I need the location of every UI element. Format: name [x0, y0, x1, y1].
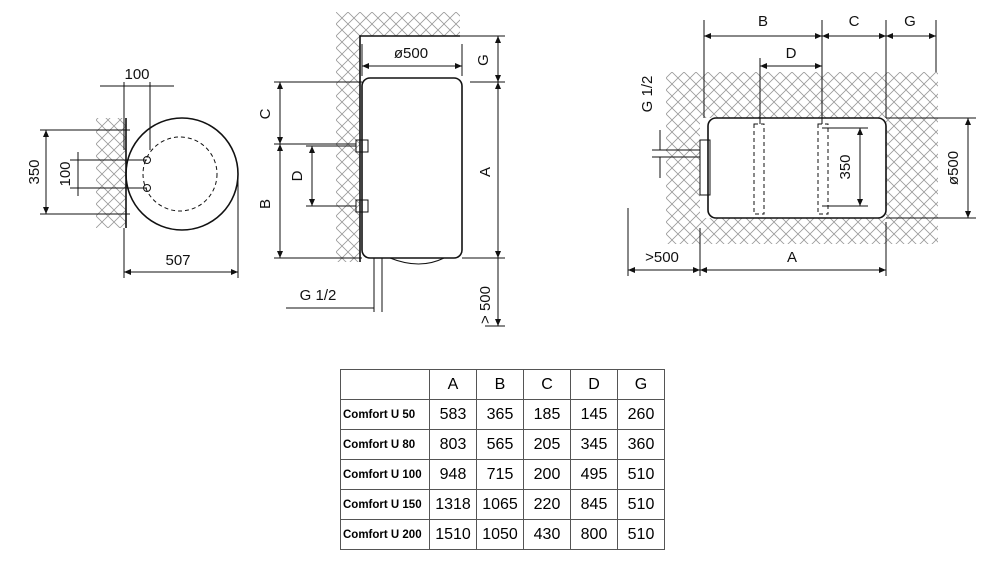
value-D: 145 [570, 399, 618, 430]
dashed-pipe-2 [817, 123, 829, 215]
value-A: 948 [429, 459, 477, 490]
model-name: Comfort U 80 [340, 429, 430, 460]
value-G: 510 [617, 459, 665, 490]
left-view: 100 350 100 507 [26, 66, 239, 278]
value-A: 1510 [429, 519, 477, 550]
dim-G-right: G [904, 13, 916, 30]
dim-A-right: A [787, 249, 797, 266]
dim-diameter-front: ø500 [394, 45, 428, 62]
dim-A-front: A [477, 167, 494, 177]
front-view: ø500 G A > 500 C B D G 1/2 [257, 12, 505, 327]
value-B: 365 [476, 399, 524, 430]
right-view: B C G D G 1/2 350 ø500 >500 A [627, 13, 976, 276]
dim-C-right: C [849, 13, 860, 30]
value-C: 185 [523, 399, 571, 430]
dim-D-front: D [289, 170, 306, 181]
tank-body-front [361, 77, 463, 259]
wall-hatch-left [96, 118, 126, 228]
model-name: Comfort U 150 [340, 489, 430, 520]
value-B: 1050 [476, 519, 524, 550]
value-D: 800 [570, 519, 618, 550]
dim-clearance-right: >500 [645, 249, 679, 266]
wall-hatch-right [666, 72, 938, 244]
value-B: 565 [476, 429, 524, 460]
dimensions-table: A B C D G Comfort U 50 583 365 185 145 2… [340, 369, 665, 550]
pipe-label-right: G 1/2 [639, 76, 656, 113]
value-G: 510 [617, 519, 665, 550]
wall-hatch-front [336, 12, 460, 262]
dim-width-507: 507 [165, 252, 190, 269]
value-G: 360 [617, 429, 665, 460]
dim-inner-350: 350 [837, 154, 854, 179]
header-C: C [523, 369, 571, 400]
value-B: 715 [476, 459, 524, 490]
value-D: 845 [570, 489, 618, 520]
table-row: Comfort U 100 948 715 200 495 510 [340, 459, 665, 490]
value-A: 1318 [429, 489, 477, 520]
model-name: Comfort U 50 [340, 399, 430, 430]
model-name: Comfort U 100 [340, 459, 430, 490]
header-B: B [476, 369, 524, 400]
value-C: 200 [523, 459, 571, 490]
value-G: 510 [617, 489, 665, 520]
dim-diameter-right: ø500 [945, 151, 962, 185]
value-A: 583 [429, 399, 477, 430]
value-C: 430 [523, 519, 571, 550]
wall-line-front [359, 35, 460, 262]
value-C: 205 [523, 429, 571, 460]
value-G: 260 [617, 399, 665, 430]
table-corner-cell [340, 369, 430, 400]
table-row: Comfort U 50 583 365 185 145 260 [340, 399, 665, 430]
header-G: G [617, 369, 665, 400]
inner-dashed-circle [142, 136, 218, 212]
dim-D-right: D [786, 45, 797, 62]
tank-circle [125, 117, 239, 231]
dim-B-right: B [758, 13, 768, 30]
dim-C-front: C [257, 108, 274, 119]
fitting-block-right [699, 139, 711, 196]
dim-top-100: 100 [124, 66, 149, 83]
value-B: 1065 [476, 489, 524, 520]
value-D: 345 [570, 429, 618, 460]
value-A: 803 [429, 429, 477, 460]
dim-B-front: B [257, 199, 274, 209]
header-D: D [570, 369, 618, 400]
header-A: A [429, 369, 477, 400]
value-C: 220 [523, 489, 571, 520]
dim-side-350: 350 [26, 159, 43, 184]
table-row: Comfort U 80 803 565 205 345 360 [340, 429, 665, 460]
value-D: 495 [570, 459, 618, 490]
model-name: Comfort U 200 [340, 519, 430, 550]
dim-side-100: 100 [57, 161, 74, 186]
dim-clearance-front: > 500 [477, 286, 494, 324]
pipe-label-front: G 1/2 [300, 287, 337, 304]
dim-G-front: G [475, 54, 492, 66]
table-row: Comfort U 200 1510 1050 430 800 510 [340, 519, 665, 550]
table-row: Comfort U 150 1318 1065 220 845 510 [340, 489, 665, 520]
dashed-pipe-1 [753, 123, 765, 215]
table-header-row: A B C D G [340, 369, 665, 400]
tank-body-right [707, 117, 887, 219]
